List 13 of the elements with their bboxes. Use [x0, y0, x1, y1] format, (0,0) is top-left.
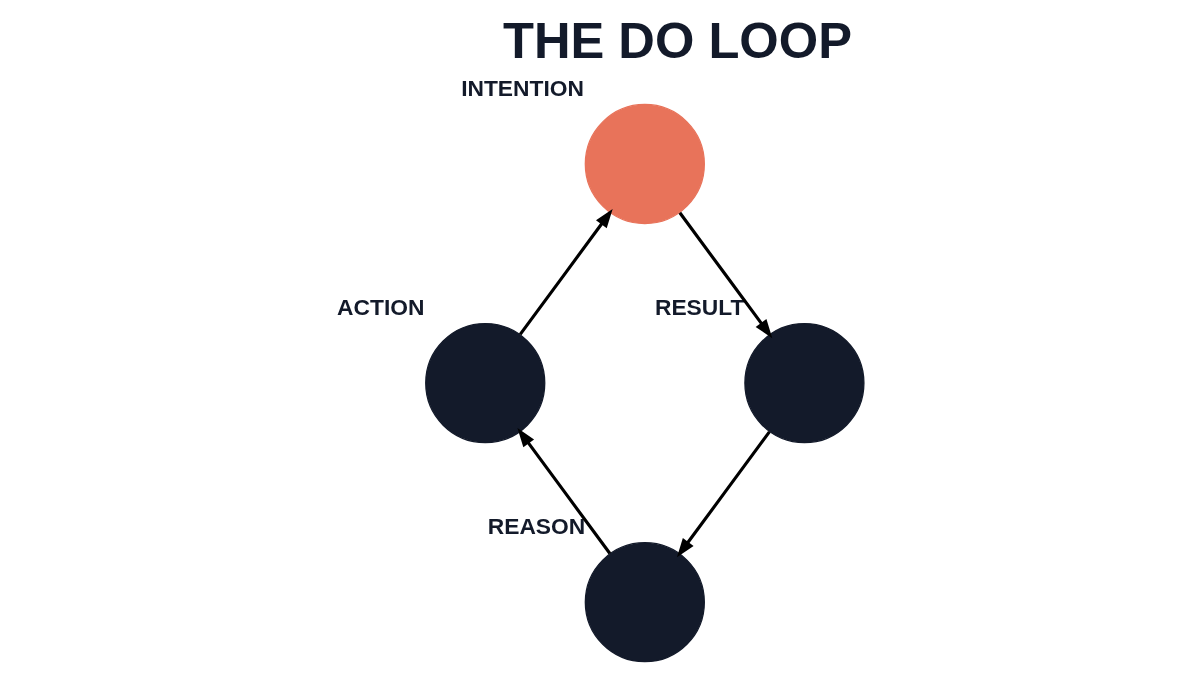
node-circle	[584, 542, 705, 663]
node-circle	[424, 322, 545, 444]
node-label: INTENTION	[460, 75, 584, 102]
node-label: RESULT	[654, 294, 744, 321]
node-label: ACTION	[336, 294, 424, 321]
arrow	[676, 430, 771, 558]
arrow	[518, 208, 613, 336]
arrow	[516, 428, 611, 555]
node-label: REASON	[487, 513, 585, 540]
node-circle	[584, 103, 705, 225]
arrow	[678, 211, 772, 339]
diagram-title: THE DO LOOP	[502, 11, 852, 69]
node-circle	[743, 322, 865, 444]
